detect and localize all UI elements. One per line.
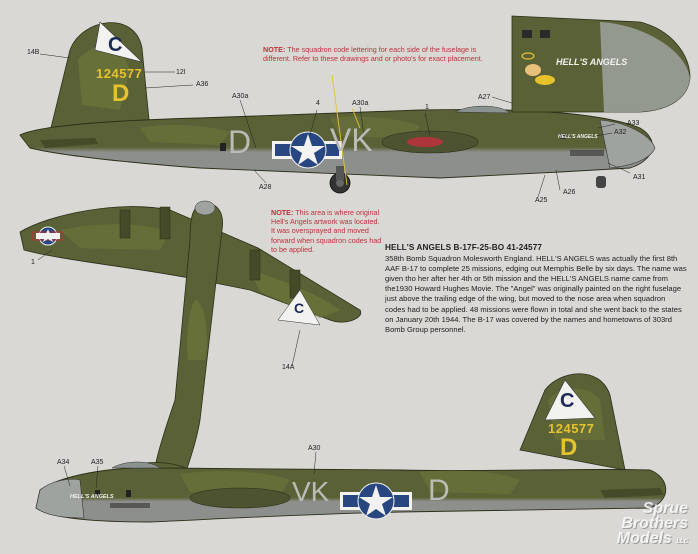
- bottom-nose-name: HELL'S ANGELS: [70, 494, 114, 500]
- top-insignia: [272, 131, 342, 169]
- note-label: NOTE:: [271, 208, 294, 217]
- brand-logo: Sprue Brothers Models LLC: [593, 501, 688, 550]
- bottom-profile: [35, 373, 667, 523]
- callout-4: 4: [316, 100, 320, 107]
- nose-name: HELL'S ANGELS: [556, 57, 628, 67]
- callout-a30a-1: A30a: [232, 93, 249, 100]
- history-title: HELL'S ANGELS B-17F-25-BO 41-24577: [385, 243, 543, 252]
- note-text: This area is where original Hell's Angel…: [271, 208, 382, 254]
- callout-14a: 14A: [282, 364, 295, 371]
- bottom-insignia: [340, 482, 412, 520]
- wing-square-letter: C: [294, 300, 305, 316]
- top-nose: [599, 119, 656, 169]
- bottom-code: VK: [292, 476, 330, 507]
- logo-line-3-text: Models: [616, 530, 672, 547]
- top-profile: [19, 21, 656, 198]
- callout-a28: A28: [259, 184, 272, 191]
- callout-a35: A35: [91, 459, 104, 466]
- planform-triangle: [277, 289, 321, 326]
- logo-line-3: Models LLC: [593, 531, 688, 550]
- callout-a31: A31: [633, 174, 646, 181]
- bottom-letter: D: [428, 474, 450, 507]
- history-text: HELL'S ANGELS B-17F-25-BO 41-24577 358th…: [385, 243, 687, 335]
- nose-inset: [511, 15, 691, 113]
- fuselage-code-right: VK: [330, 122, 373, 158]
- logo-line-2: Brothers: [621, 515, 688, 532]
- tail-serial: 124577: [96, 66, 143, 81]
- planform-insignia: [32, 226, 64, 246]
- tail-group-letter: D: [112, 80, 130, 107]
- callout-1-top: 1: [425, 104, 429, 111]
- fuselage-small-name: HELL'S ANGELS: [558, 134, 598, 140]
- callout-a36: A36: [196, 81, 209, 88]
- callout-a34: A34: [57, 459, 70, 466]
- top-tail-triangle: [94, 21, 144, 63]
- note-label: NOTE:: [263, 45, 286, 54]
- note-squadron-code: NOTE: The squadron code lettering for ea…: [263, 45, 496, 63]
- bottom-tail-square: C: [560, 390, 575, 412]
- tail-square-letter: C: [108, 34, 123, 56]
- bottom-tail-serial: 124577: [548, 421, 595, 436]
- callout-a27: A27: [478, 94, 491, 101]
- logo-suffix: LLC: [676, 539, 688, 545]
- callout-1-left: 1: [31, 259, 35, 266]
- callout-a33: A33: [627, 120, 640, 127]
- logo-line-1: Sprue: [642, 500, 688, 517]
- callout-a30: A30: [308, 445, 321, 452]
- callout-a32: A32: [614, 129, 627, 136]
- callout-a26: A26: [563, 189, 576, 196]
- fuselage-code-left: D: [228, 124, 252, 160]
- history-body: 358th Bomb Squadron Molesworth England. …: [385, 254, 687, 334]
- callout-14b: 14B: [27, 49, 40, 56]
- note-text: The squadron code lettering for each sid…: [263, 45, 483, 64]
- callout-12i: 12I: [176, 69, 186, 76]
- callout-a25: A25: [535, 197, 548, 204]
- callout-a30a-2: A30a: [352, 100, 369, 107]
- note-artwork-area: NOTE: This area is where original Hell's…: [271, 208, 383, 254]
- bottom-tail-group: D: [560, 434, 578, 461]
